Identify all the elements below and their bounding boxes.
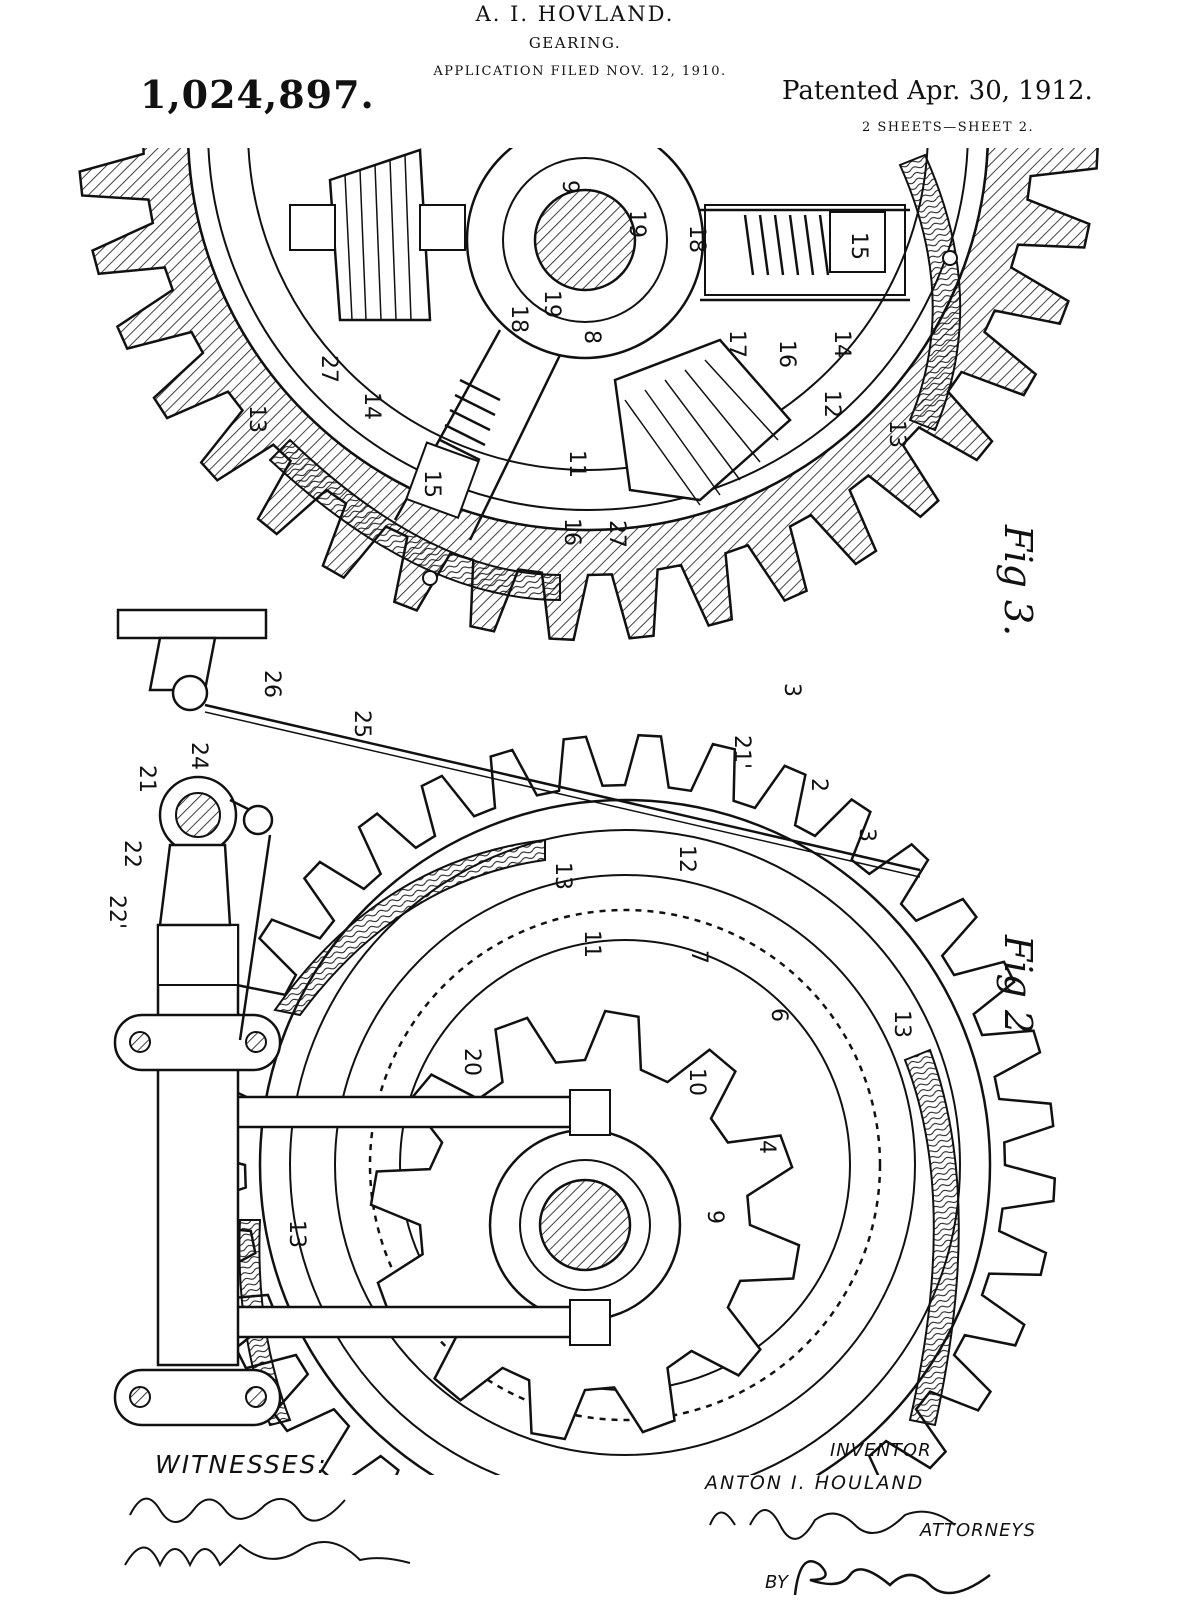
part-label-7: 7 — [686, 950, 711, 964]
patent-number: 1,024,897. — [140, 72, 375, 117]
witnesses-label: WITNESSES: — [155, 1450, 328, 1479]
part-label-19b: 19 — [539, 290, 564, 318]
part-label-22: 22 — [119, 840, 144, 868]
witness-signature-2 — [124, 1541, 411, 1568]
part-label-11: 11 — [579, 930, 604, 958]
attorney-signature-1 — [709, 1509, 956, 1540]
part-label-10: 10 — [684, 1068, 709, 1096]
part-label-18b: 18 — [506, 305, 531, 333]
part-label-9: 9 — [557, 180, 582, 194]
part-label-21: 21 — [134, 765, 159, 793]
attorney-signature-2 — [793, 1560, 991, 1596]
application-filed-date: APPLICATION FILED NOV. 12, 1910. — [433, 64, 727, 79]
part-label-2: 2 — [806, 778, 831, 792]
part-label-19: 19 — [624, 210, 649, 238]
part-label-13c: 13 — [284, 1220, 309, 1248]
part-label-8: 8 — [579, 330, 604, 344]
part-label-17: 17 — [724, 330, 749, 358]
part-label-3: 3 — [854, 828, 879, 842]
part-label-18: 18 — [684, 225, 709, 253]
patent-title: GEARING. — [528, 34, 622, 52]
part-label-16: 16 — [774, 340, 799, 368]
part-label-12: 12 — [674, 845, 699, 873]
part-label-3: 3 — [779, 683, 804, 697]
part-label-13: 13 — [244, 405, 269, 433]
figure-2-label: Fig 2 — [996, 934, 1040, 1034]
figure-2-drawing: 26 25 21 24 22 22' 21' 2 3 12 13 11 7 6 … — [104, 608, 1057, 1475]
part-label-15b: 15 — [419, 470, 444, 498]
part-label-21-prime: 21' — [729, 735, 754, 769]
part-label-6: 6 — [766, 1008, 791, 1022]
part-label-15: 15 — [846, 232, 871, 260]
part-label-12: 12 — [819, 390, 844, 418]
part-label-13b: 13 — [884, 420, 909, 448]
inventor-name-header: A. I. HOVLAND. — [475, 2, 675, 26]
part-label-22-prime: 22' — [104, 895, 129, 929]
figure-3-label: Fig 3. — [996, 524, 1040, 636]
part-label-25: 25 — [349, 710, 374, 738]
part-label-27: 27 — [316, 355, 341, 383]
part-label-9: 9 — [702, 1210, 727, 1224]
witness-signature-1 — [129, 1497, 346, 1523]
part-label-16b: 16 — [559, 518, 584, 546]
part-label-27b: 27 — [604, 520, 629, 548]
part-label-13: 13 — [550, 862, 575, 890]
figure-3-drawing: 9 19 18 15 14 16 17 8 19 18 27 14 15 16 … — [78, 148, 1099, 697]
by-label: BY — [765, 1572, 789, 1593]
patented-date: Patented Apr. 30, 1912. — [782, 76, 1093, 106]
inventor-label: INVENTOR — [830, 1440, 932, 1461]
part-label-13b: 13 — [889, 1010, 914, 1038]
part-label-20: 20 — [459, 1048, 484, 1076]
part-label-4: 4 — [754, 1140, 779, 1154]
part-label-14: 14 — [829, 330, 854, 358]
sheet-count: 2 SHEETS—SHEET 2. — [862, 120, 1035, 135]
part-label-14b: 14 — [359, 392, 384, 420]
attorneys-label: ATTORNEYS — [920, 1520, 1036, 1541]
inventor-full-name: ANTON I. HOULAND — [705, 1472, 925, 1494]
part-label-24: 24 — [186, 742, 211, 770]
part-label-11: 11 — [564, 450, 589, 478]
part-label-26: 26 — [259, 670, 284, 698]
